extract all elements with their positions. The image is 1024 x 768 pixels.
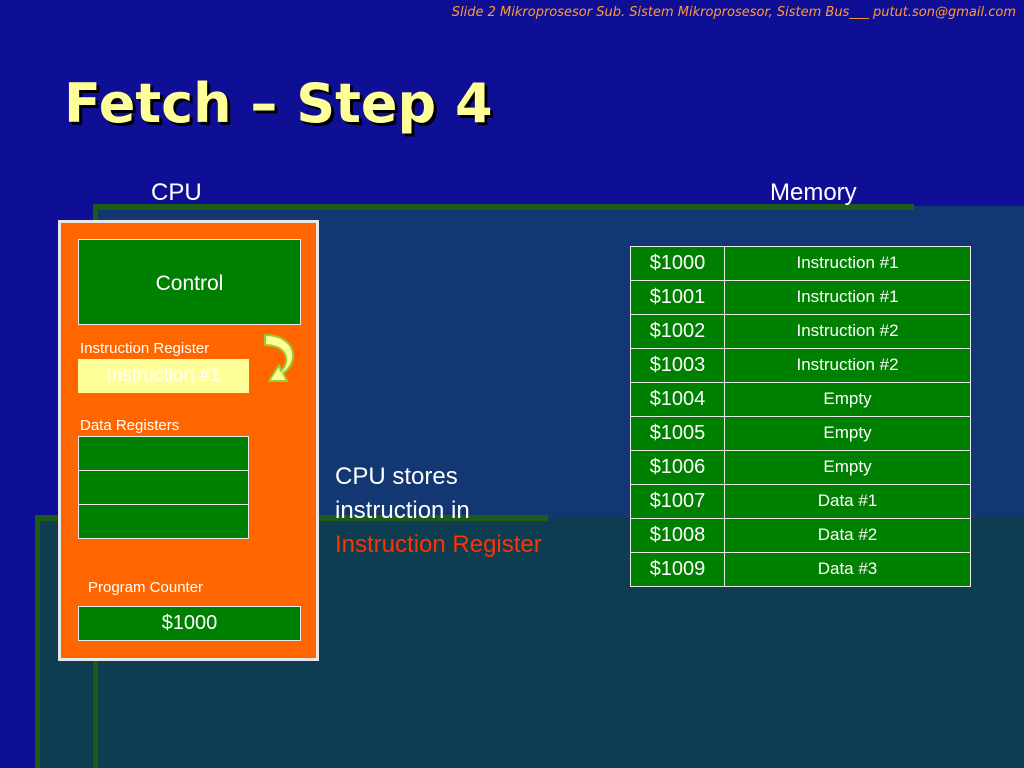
- instruction-register-label: Instruction Register: [80, 340, 210, 357]
- caption-line: CPU stores: [335, 463, 458, 490]
- caption: CPU stores instruction in Instruction Re…: [335, 460, 542, 562]
- memory-value: Data #2: [724, 518, 971, 553]
- data-register: [78, 436, 249, 471]
- slide-header: Slide 2 Mikroprosesor Sub. Sistem Mikrop…: [451, 5, 1016, 20]
- memory-label: Memory: [770, 179, 857, 206]
- control-unit: Control: [78, 239, 301, 325]
- data-register: [78, 504, 249, 539]
- data-register: [78, 470, 249, 505]
- program-counter: $1000: [78, 606, 301, 641]
- memory-value: Data #1: [724, 484, 971, 519]
- memory-value: Instruction #2: [724, 314, 971, 349]
- program-counter-label: Program Counter: [88, 579, 204, 596]
- memory-address: $1009: [630, 552, 725, 587]
- memory-value: Empty: [724, 416, 971, 451]
- memory-address: $1006: [630, 450, 725, 485]
- memory-address: $1002: [630, 314, 725, 349]
- memory-value: Instruction #1: [724, 280, 971, 315]
- memory-value: Instruction #1: [724, 246, 971, 281]
- memory-address: $1000: [630, 246, 725, 281]
- cpu-label: CPU: [151, 179, 202, 206]
- data-registers-label: Data Registers: [80, 417, 180, 434]
- cpu-box: Control Instruction Register Instruction…: [58, 220, 319, 661]
- curved-arrow-icon: [264, 334, 294, 382]
- memory-address: $1008: [630, 518, 725, 553]
- memory-value: Instruction #2: [724, 348, 971, 383]
- instruction-register: Instruction #1: [78, 359, 249, 393]
- slide-title: Fetch – Step 4: [64, 72, 493, 135]
- memory-value: Data #3: [724, 552, 971, 587]
- decor-line: [96, 204, 914, 210]
- memory-value: Empty: [724, 382, 971, 417]
- caption-line: instruction in: [335, 497, 470, 524]
- memory-address: $1007: [630, 484, 725, 519]
- decor-line: [35, 515, 40, 768]
- caption-highlight: Instruction Register: [335, 531, 542, 558]
- memory-address: $1001: [630, 280, 725, 315]
- memory-value: Empty: [724, 450, 971, 485]
- memory-address: $1004: [630, 382, 725, 417]
- memory-address: $1005: [630, 416, 725, 451]
- memory-address: $1003: [630, 348, 725, 383]
